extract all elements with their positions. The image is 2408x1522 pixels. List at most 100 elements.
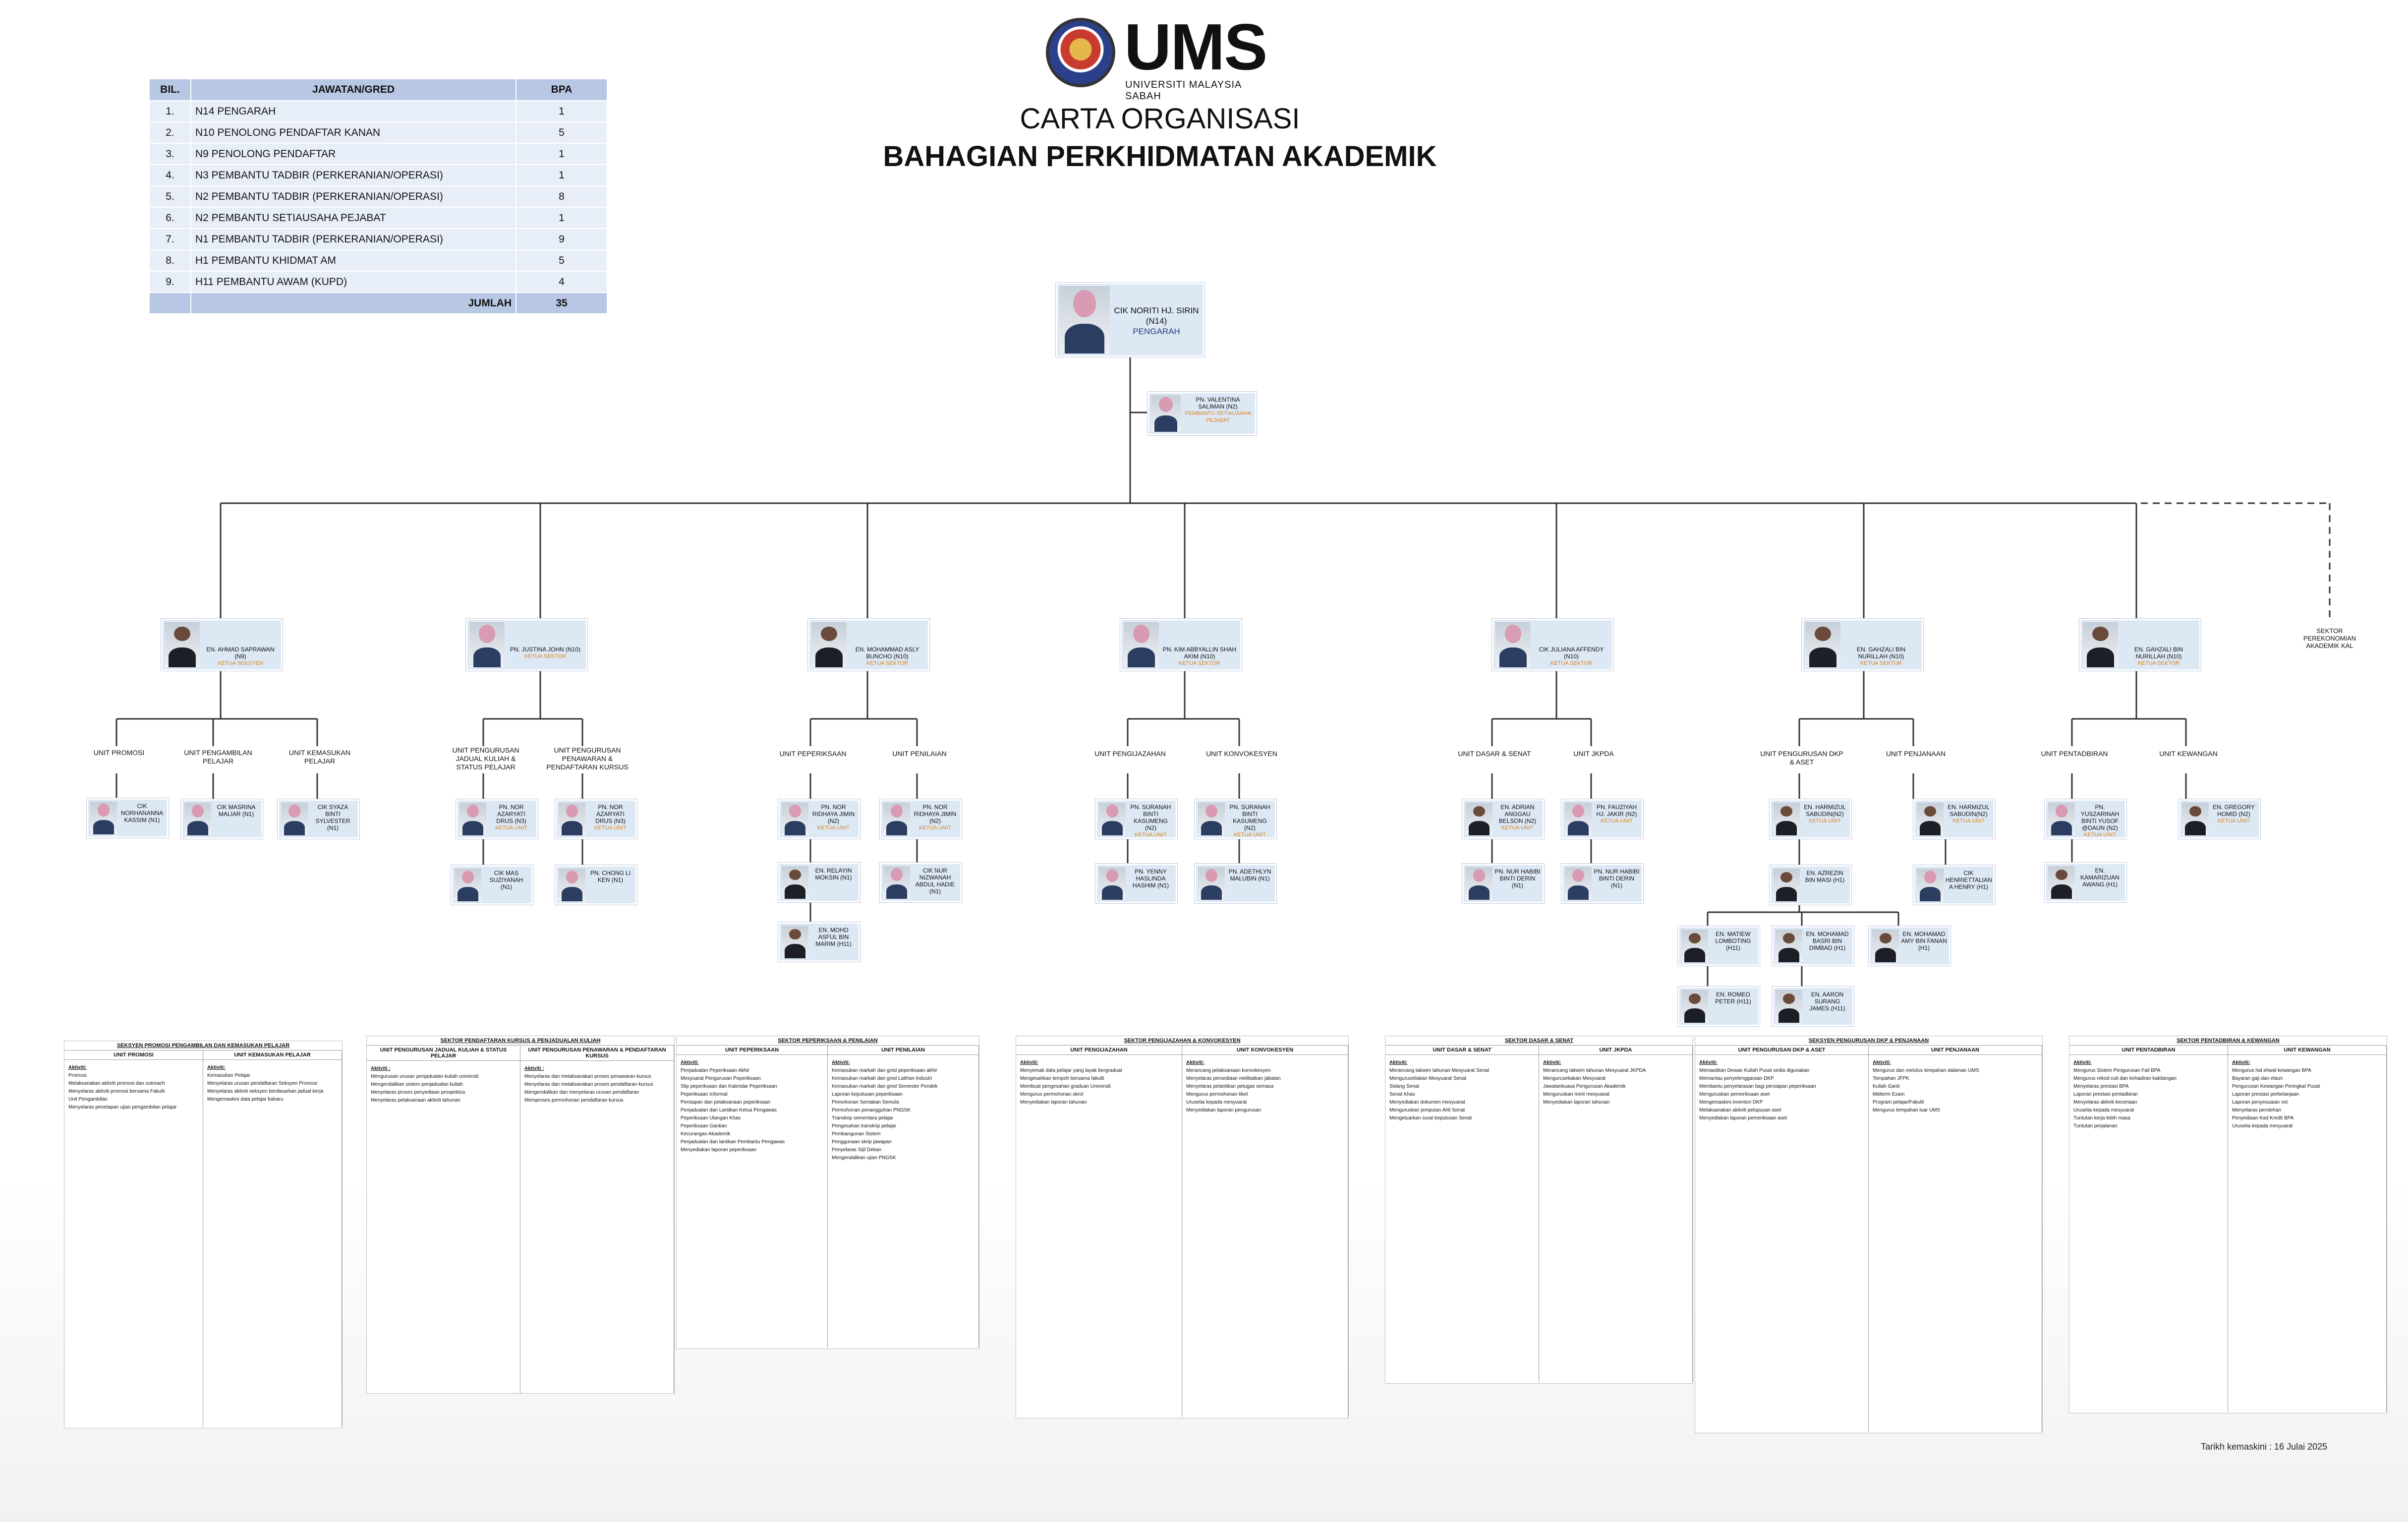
staff-role: PENGARAH	[1133, 327, 1180, 336]
activity-label: Aktiviti:	[1699, 1060, 1718, 1065]
activity-item: Membuat pengesahan graduan Universiti	[1020, 1084, 1111, 1089]
avatar-body	[1919, 820, 1941, 835]
staff-name-text: PN. NOR RIDHAYA JIMIN (N2)	[914, 804, 957, 824]
row-count: 9	[516, 228, 608, 250]
staff-name: PN. ADETHLYN MALUBIN (N1)	[1227, 868, 1273, 882]
staff-name: EN. AARON SURANG JAMES (H11)	[1804, 991, 1850, 1012]
activity-label: Aktiviti:	[207, 1065, 226, 1070]
staff-card: EN. RELAYIN MOKSIN (N1)	[778, 863, 860, 902]
avatar-head	[466, 804, 479, 818]
staff-role: KETUA UNIT	[1601, 818, 1633, 824]
staff-card: PN. ADETHLYN MALUBIN (N1)	[1195, 864, 1276, 903]
staff-card: EN. AARON SURANG JAMES (H11)	[1772, 987, 1854, 1026]
row-count: 1	[516, 100, 608, 122]
avatar-body	[187, 820, 209, 835]
activity-item: Pengesahan transkrip pelajar	[832, 1123, 897, 1129]
avatar-photo	[782, 866, 808, 899]
activity-column: Aktiviti:Merancang takwim tahunan Mesyua…	[1385, 1055, 1539, 1382]
row-position: N2 PEMBANTU TADBIR (PERKERANIAN/OPERASI)	[190, 185, 516, 208]
avatar-head	[1572, 869, 1585, 882]
activity-item: Menyelaras urusan pendaftaran Seksyen Pr…	[207, 1081, 317, 1086]
avatar-head	[1879, 933, 1892, 943]
staff-card: PN. FAUZIYAH HJ. JAKIR (N2)KETUA UNIT	[1561, 799, 1643, 839]
avatar-photo	[1151, 395, 1181, 432]
avatar-photo	[90, 802, 117, 834]
unit-label: UNIT DASAR & SENAT	[1458, 750, 1531, 758]
staff-card: PN. VALENTINA SALIMAN (N2)PEMBANTU SETIA…	[1147, 392, 1257, 435]
avatar-head	[2189, 806, 2202, 817]
staff-card: EN. AHMAD SAPRAWAN (N9)KETUA SEKSYEN	[161, 619, 283, 671]
staff-card: CIK NORHANANNA KASSIM (N1)	[87, 798, 169, 838]
activity-item: Mengurus Sistem Pengurusan Fail BPA	[2073, 1068, 2161, 1073]
avatar-body	[1201, 820, 1222, 835]
staff-role: KETUA UNIT	[2084, 832, 2116, 838]
activity-item: Senat Khas	[1389, 1092, 1415, 1097]
staff-name: EN. MATIEW LOMBOTING (H11)	[1710, 931, 1756, 951]
avatar-photo	[2048, 866, 2075, 899]
activity-item: Permohonan penangguhan PNGSK	[832, 1108, 911, 1113]
row-count: 1	[516, 164, 608, 186]
activity-item: Mengurusan urusan penjadualan kuliah uni…	[371, 1074, 479, 1079]
avatar-head	[789, 929, 802, 939]
activity-item: Mesyuarat Pengurusan Peperiksaan	[681, 1076, 761, 1081]
avatar-head	[1205, 869, 1218, 882]
avatar-photo	[559, 803, 585, 835]
staff-role: KETUA UNIT	[2218, 818, 2250, 824]
activity-item: Menguruskan minit mesyuarat	[1543, 1092, 1609, 1097]
staff-role: KETUA UNIT	[1952, 818, 1985, 824]
activity-item: Mengurus dan melulus tempahan dalaman UM…	[1873, 1068, 1979, 1073]
avatar-head	[1782, 933, 1795, 943]
avatar-body	[1065, 324, 1104, 353]
staff-card: EN. MATIEW LOMBOTING (H11)	[1678, 926, 1760, 966]
avatar-photo	[455, 869, 481, 901]
activity-item: Merancang takwim tahunan Mesyuarat JKPDA	[1543, 1068, 1646, 1073]
avatar-photo	[1681, 930, 1708, 962]
avatar-head	[1924, 870, 1937, 884]
staff-role: KETUA UNIT	[1135, 832, 1167, 838]
staff-name: CIK SYAZA BINTI SYLVESTER (N1)	[310, 804, 356, 831]
activity-title: SEKTOR PENTADBIRAN & KEWANGAN	[2069, 1036, 2387, 1046]
staff-role: KETUA SEKTOR	[1178, 660, 1221, 666]
row-count: 5	[516, 121, 608, 144]
activity-item: Penjadualan Peperiksaan Akhir	[681, 1068, 749, 1073]
avatar-photo	[165, 622, 200, 667]
staff-role: KETUA SEKTOR	[524, 653, 567, 659]
staff-card: PN. CHONG LI KEN (N1)	[555, 865, 637, 905]
staff-name-text: PN. NUR HABIBI BINTI DERIN (N1)	[1494, 868, 1541, 889]
staff-card: EN. KAMARIZUAN AWANG (H1)	[2045, 863, 2126, 902]
avatar-body	[815, 647, 843, 667]
staff-name-text: PN. FAUZIYAH HJ. JAKIR (N2)	[1596, 804, 1637, 818]
activity-table: SEKTOR PENDAFTARAN KURSUS & PENJADUALAN …	[367, 1036, 674, 1393]
avatar-body	[473, 647, 501, 667]
activity-item: Mengurus permohonan tiket	[1186, 1092, 1248, 1097]
staff-name: PN. NOR RIDHAYA JIMIN (N2)KETUA UNIT	[810, 804, 857, 831]
avatar-photo	[1466, 867, 1492, 900]
activity-body: Aktiviti:Memastikan Dewan Kuliah Pusat s…	[1695, 1055, 2042, 1432]
avatar-photo	[2048, 803, 2075, 835]
staff-card: EN. HARMIZUL SABUDIN(N2)KETUA UNIT	[1770, 799, 1851, 839]
activity-item: Mengesahkan tempoh bersama fakulti	[1020, 1076, 1104, 1081]
avatar-photo	[1917, 869, 1944, 901]
avatar-body	[784, 820, 806, 835]
activity-item: Melaksanakan aktiviti promosi dan outrea…	[68, 1081, 165, 1086]
row-position: N14 PENGARAH	[190, 100, 516, 122]
staff-name-text: PN. NOR RIDHAYA JIMIN (N2)	[812, 804, 855, 824]
avatar-photo	[782, 803, 808, 835]
avatar-body	[1154, 415, 1178, 432]
staff-name-text: EN. MATIEW LOMBOTING (H11)	[1715, 931, 1751, 951]
avatar-body	[1101, 885, 1123, 900]
staff-role: KETUA UNIT	[1501, 825, 1534, 831]
activity-item: Pengurusan Kewangan Peringkat Pusat	[2232, 1084, 2320, 1089]
staff-name: EN. MOHAMAD BASRI BIN DIMBAD (H1)	[1804, 931, 1850, 951]
activity-item: Mengurusetiakan Mesyuarat	[1543, 1076, 1606, 1081]
avatar-photo	[184, 803, 211, 835]
activity-item: Menyediakan dokumen mesyuarat	[1389, 1100, 1465, 1105]
staff-name-text: PN. SURANAH BINTI KASUMENG (N2)	[1229, 804, 1270, 831]
unit-label: UNIT KEWANGAN	[2159, 750, 2218, 758]
activity-item: Mengendalikan dan menyelaras urusan pend…	[524, 1090, 639, 1095]
staff-role: KETUA SEKTOR	[2137, 660, 2180, 666]
